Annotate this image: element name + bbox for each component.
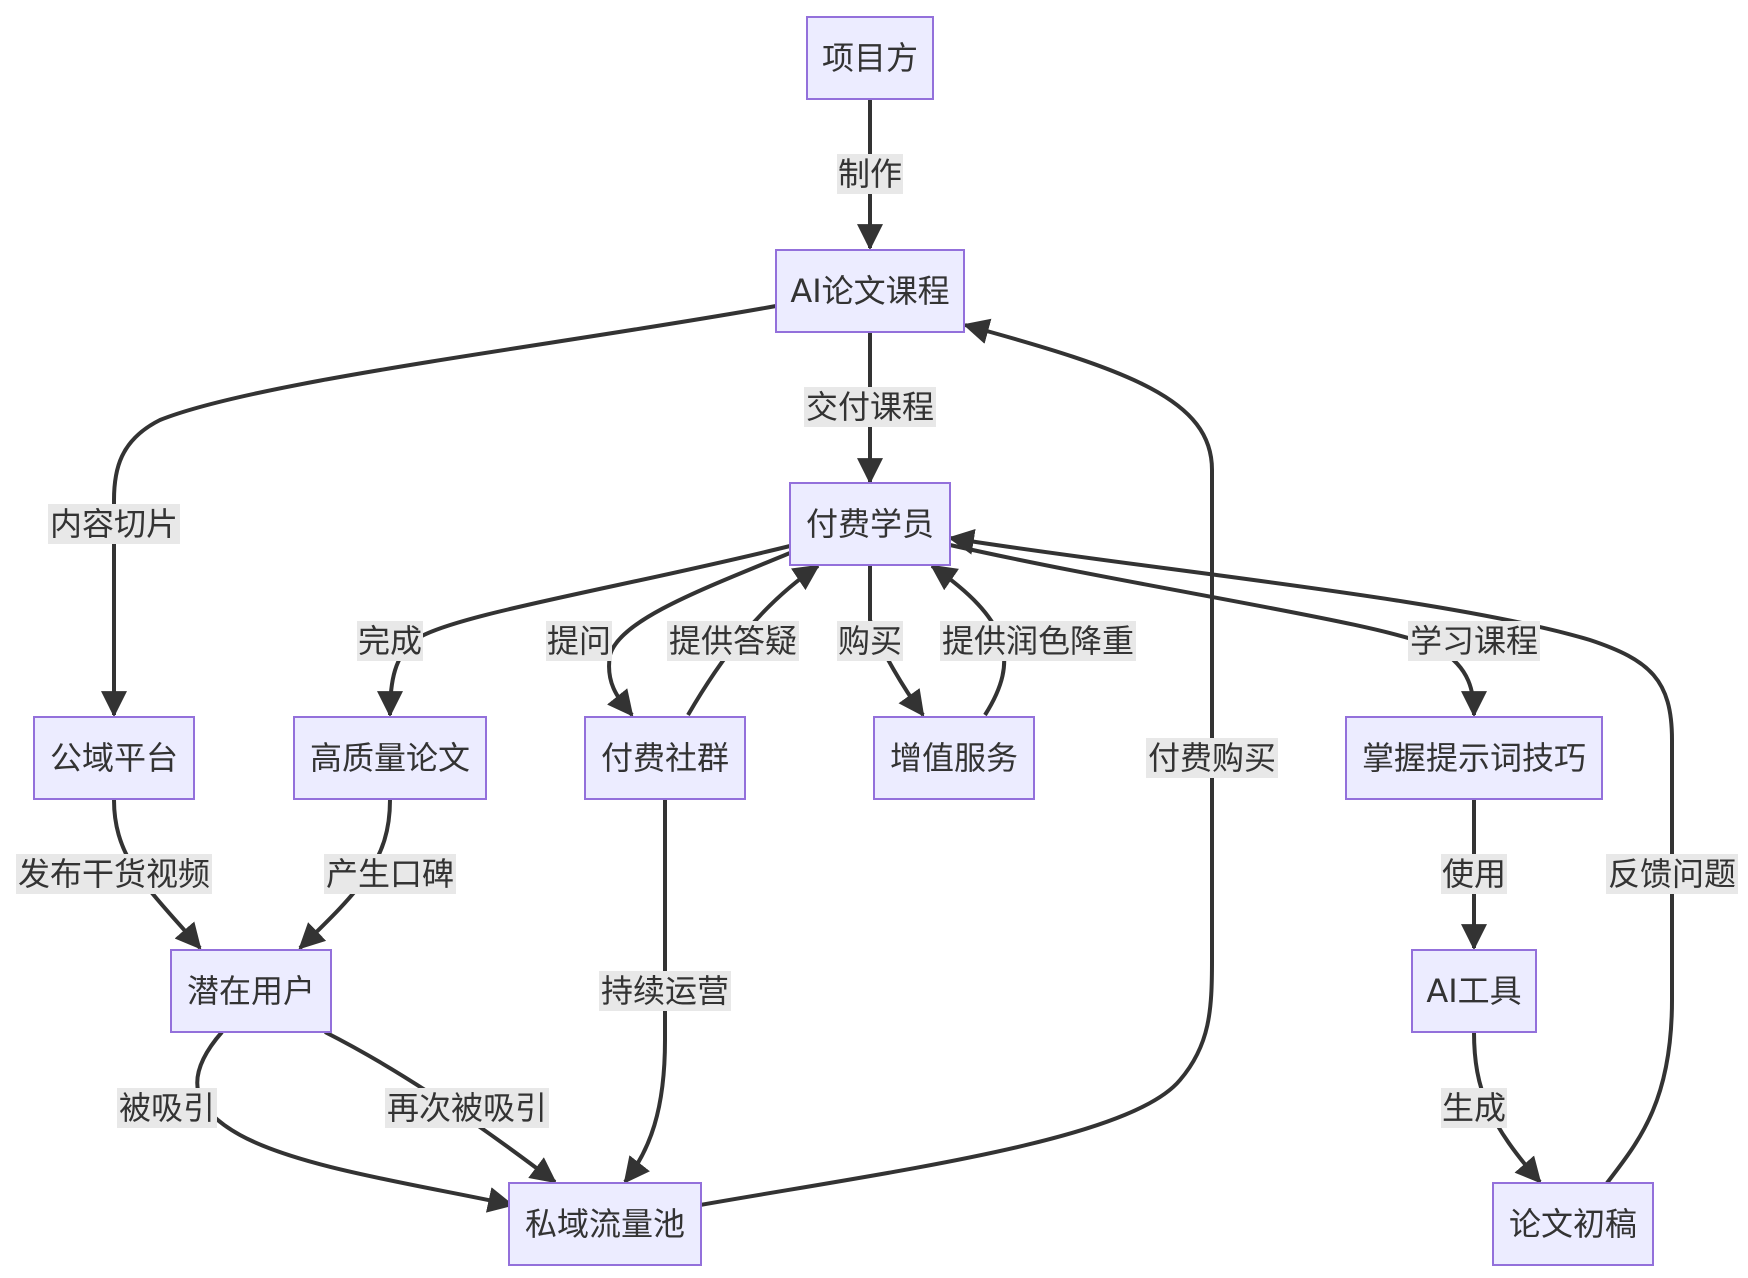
- edge-label-slice: 内容切片: [48, 504, 180, 544]
- edge-label-learn: 学习课程: [1408, 621, 1540, 661]
- edge-label-buy: 购买: [837, 621, 903, 661]
- edge-course-to-public: [101, 304, 777, 718]
- nodes: 项目方 AI论文课程 付费学员 公域平台 高质量论文 付费社群 增值服务 掌握: [33, 16, 1654, 1266]
- edge-label-wordofmouth-text: 产生口碑: [326, 855, 454, 893]
- edge-label-use: 使用: [1441, 854, 1507, 894]
- node-ai-tool[interactable]: AI工具: [1411, 949, 1537, 1033]
- edge-draft-to-student: [947, 528, 1674, 1185]
- node-public-platform-label: 公域平台: [50, 739, 178, 777]
- node-student[interactable]: 付费学员: [789, 482, 951, 566]
- edge-student-to-community: [606, 551, 791, 717]
- edge-label-wordofmouth: 产生口碑: [324, 854, 456, 894]
- node-project-label: 项目方: [822, 39, 918, 77]
- edge-label-attract: 被吸引: [117, 1088, 217, 1128]
- node-potential-user[interactable]: 潜在用户: [170, 949, 332, 1033]
- node-private-pool[interactable]: 私域流量池: [508, 1182, 702, 1266]
- edge-label-reattract-text: 再次被吸引: [387, 1089, 547, 1127]
- node-potential-user-label: 潜在用户: [187, 972, 315, 1010]
- node-prompt-skill-label: 掌握提示词技巧: [1362, 739, 1586, 777]
- edge-label-polish: 提供润色降重: [940, 621, 1136, 661]
- edge-label-generate: 生成: [1441, 1088, 1507, 1128]
- edge-label-make-text: 制作: [838, 155, 902, 193]
- edge-label-complete-text: 完成: [358, 622, 422, 660]
- edge-community-to-pool: [623, 800, 667, 1184]
- node-value-added-service-label: 增值服务: [890, 739, 1018, 777]
- node-project[interactable]: 项目方: [806, 16, 934, 100]
- node-quality-paper[interactable]: 高质量论文: [293, 716, 487, 800]
- edge-label-buy-text: 购买: [838, 622, 902, 660]
- edge-label-deliver-text: 交付课程: [806, 388, 934, 426]
- node-private-pool-label: 私域流量池: [525, 1205, 685, 1243]
- edge-label-paybuy: 付费购买: [1146, 738, 1278, 778]
- node-paid-community-label: 付费社群: [601, 739, 729, 777]
- node-prompt-skill[interactable]: 掌握提示词技巧: [1345, 716, 1603, 800]
- node-quality-paper-label: 高质量论文: [310, 739, 470, 777]
- node-value-added-service[interactable]: 增值服务: [873, 716, 1035, 800]
- node-ai-tool-label: AI工具: [1426, 972, 1521, 1010]
- edge-label-make: 制作: [837, 154, 903, 194]
- edge-label-ask: 提问: [546, 621, 612, 661]
- node-paper-draft[interactable]: 论文初稿: [1492, 1182, 1654, 1266]
- node-student-label: 付费学员: [806, 505, 934, 543]
- edge-label-answer: 提供答疑: [667, 621, 799, 661]
- edge-label-use-text: 使用: [1442, 855, 1506, 893]
- edge-label-learn-text: 学习课程: [1410, 622, 1538, 660]
- edge-label-slice-text: 内容切片: [50, 505, 178, 543]
- edge-label-publish: 发布干货视频: [16, 854, 212, 894]
- edge-label-ask-text: 提问: [547, 622, 611, 660]
- edge-label-feedback: 反馈问题: [1606, 854, 1738, 894]
- node-course[interactable]: AI论文课程: [775, 249, 965, 333]
- node-paper-draft-label: 论文初稿: [1509, 1205, 1637, 1243]
- edge-label-publish-text: 发布干货视频: [18, 855, 210, 893]
- edge-label-feedback-text: 反馈问题: [1608, 855, 1736, 893]
- edge-label-operate: 持续运营: [599, 971, 731, 1011]
- edge-label-attract-text: 被吸引: [119, 1089, 215, 1127]
- node-public-platform[interactable]: 公域平台: [33, 716, 195, 800]
- edge-label-operate-text: 持续运营: [601, 972, 729, 1010]
- edge-student-to-prompt: [949, 543, 1487, 718]
- edge-student-to-paper: [377, 544, 791, 718]
- edge-label-polish-text: 提供润色降重: [942, 622, 1134, 660]
- node-paid-community[interactable]: 付费社群: [584, 716, 746, 800]
- edge-label-answer-text: 提供答疑: [669, 622, 797, 660]
- edge-labels: 制作 交付课程 内容切片 完成 提问 提供答疑 购买 提供润色降重: [16, 154, 1738, 1128]
- edge-pool-to-course: [699, 318, 1214, 1207]
- edge-label-complete: 完成: [357, 621, 423, 661]
- node-course-label: AI论文课程: [790, 272, 949, 310]
- edge-label-paybuy-text: 付费购买: [1148, 739, 1276, 777]
- edge-label-generate-text: 生成: [1442, 1089, 1506, 1127]
- edge-label-deliver: 交付课程: [804, 387, 936, 427]
- edge-label-reattract: 再次被吸引: [385, 1088, 549, 1128]
- edge-potential-to-pool: [195, 1030, 515, 1213]
